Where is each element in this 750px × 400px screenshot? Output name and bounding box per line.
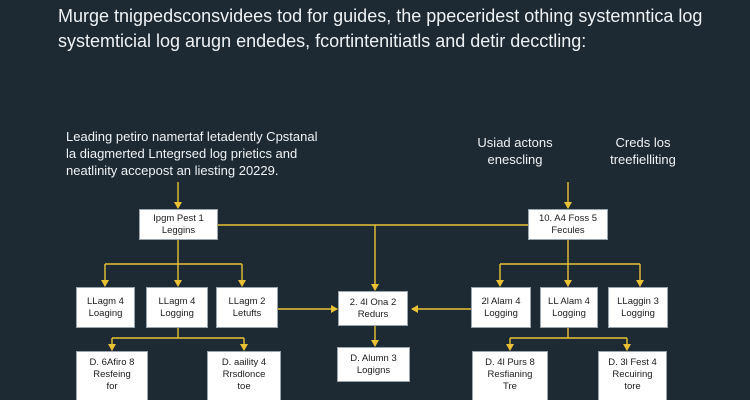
node-top-right-line-1: 10. A4 Foss 5 <box>538 212 598 224</box>
node-mid-6[interactable]: LL Alam 4 Logging <box>540 287 598 328</box>
node-bottom-4-line-1: D. 4l Purs 8 <box>485 357 535 368</box>
node-bottom-1-line-2: Resfeing <box>93 369 131 380</box>
diagram-title: Murge tnigpedsconsvidees tod for guides,… <box>58 4 738 54</box>
node-mid-3-line-2: Letufts <box>232 307 262 319</box>
node-top-right-line-2: Fecules <box>551 224 585 236</box>
node-top-left-line-2: Leggins <box>161 224 196 236</box>
node-bottom-5-line-1: D. 3l Fest 4 <box>608 357 657 368</box>
node-top-left-line-1: Ipgm Pest 1 <box>153 212 204 224</box>
center-right-note-line-2: enescling <box>487 152 543 167</box>
right-note: Creds los treefielliting <box>598 134 688 168</box>
node-bottom-center-line-2: Logigns <box>356 364 391 376</box>
left-note-line-3: neatlinity accepost an liesting 20229. <box>66 163 279 178</box>
right-note-line-1: Creds los <box>615 135 671 150</box>
node-mid-center-line-1: 2. 4l Ona 2 <box>349 296 397 308</box>
node-mid-1-line-1: LLagm 4 <box>87 295 124 307</box>
node-mid-3[interactable]: LLagm 2 Letufts <box>216 287 278 328</box>
left-note: Leading petiro namertaf letadently Cpsta… <box>66 128 318 179</box>
node-top-right[interactable]: 10. A4 Foss 5 Fecules <box>528 209 608 240</box>
node-mid-6-line-1: LL Alam 4 <box>548 295 590 307</box>
node-bottom-2-line-3: toe <box>237 381 251 392</box>
node-mid-center-line-2: Redurs <box>357 308 389 320</box>
node-mid-2-line-2: Logging <box>160 307 194 319</box>
node-mid-6-line-2: Logging <box>552 307 586 319</box>
node-bottom-5[interactable]: D. 3l Fest 4 Recuiring tore <box>598 351 667 400</box>
node-mid-5-line-1: 2l Alam 4 <box>481 295 521 307</box>
node-bottom-4-line-3: Tre <box>503 381 517 392</box>
right-note-line-2: treefielliting <box>610 152 676 167</box>
node-mid-7-line-2: Logging <box>621 307 655 319</box>
node-mid-center[interactable]: 2. 4l Ona 2 Redurs <box>338 291 408 326</box>
node-bottom-5-line-3: tore <box>624 381 641 392</box>
node-bottom-1-line-3: for <box>106 381 118 392</box>
node-bottom-4[interactable]: D. 4l Purs 8 Resfianing Tre <box>472 351 548 400</box>
node-mid-3-line-1: LLagm 2 <box>228 295 266 307</box>
node-bottom-5-line-2: Recuiring <box>612 369 653 380</box>
node-bottom-2-line-1: D. aaility 4 <box>221 357 267 368</box>
node-top-left[interactable]: Ipgm Pest 1 Leggins <box>139 209 218 240</box>
node-mid-1-line-2: Loaging <box>88 307 123 319</box>
node-mid-7-line-1: LLaggin 3 <box>617 295 659 307</box>
node-bottom-1-line-1: D. 6Afiro 8 <box>89 357 135 368</box>
node-mid-7[interactable]: LLaggin 3 Logging <box>608 287 668 328</box>
title-line-2: systemticial log arugn endedes, fcortint… <box>58 31 587 51</box>
center-right-note: Usiad actons enescling <box>470 134 560 168</box>
node-bottom-center[interactable]: D. Alumn 3 Logigns <box>337 347 410 382</box>
node-mid-1[interactable]: LLagm 4 Loaging <box>76 287 135 328</box>
left-note-line-2: la diagmerted Lntegrsed log prietics and <box>66 146 298 161</box>
center-right-note-line-1: Usiad actons <box>477 135 553 150</box>
node-mid-5[interactable]: 2l Alam 4 Logging <box>471 287 531 328</box>
left-note-line-1: Leading petiro namertaf letadently Cpsta… <box>66 129 318 144</box>
node-mid-2-line-1: LLagm 4 <box>158 295 196 307</box>
node-bottom-2-line-2: Rrsdlonce <box>222 369 266 380</box>
title-line-1: Murge tnigpedsconsvidees tod for guides,… <box>58 6 703 26</box>
node-mid-2[interactable]: LLagm 4 Logging <box>146 287 208 328</box>
node-mid-5-line-2: Logging <box>484 307 518 319</box>
node-bottom-2[interactable]: D. aaility 4 Rrsdlonce toe <box>207 351 281 400</box>
node-bottom-center-line-1: D. Alumn 3 <box>350 352 397 364</box>
node-bottom-1[interactable]: D. 6Afiro 8 Resfeing for <box>76 351 148 400</box>
node-bottom-4-line-2: Resfianing <box>487 369 533 380</box>
